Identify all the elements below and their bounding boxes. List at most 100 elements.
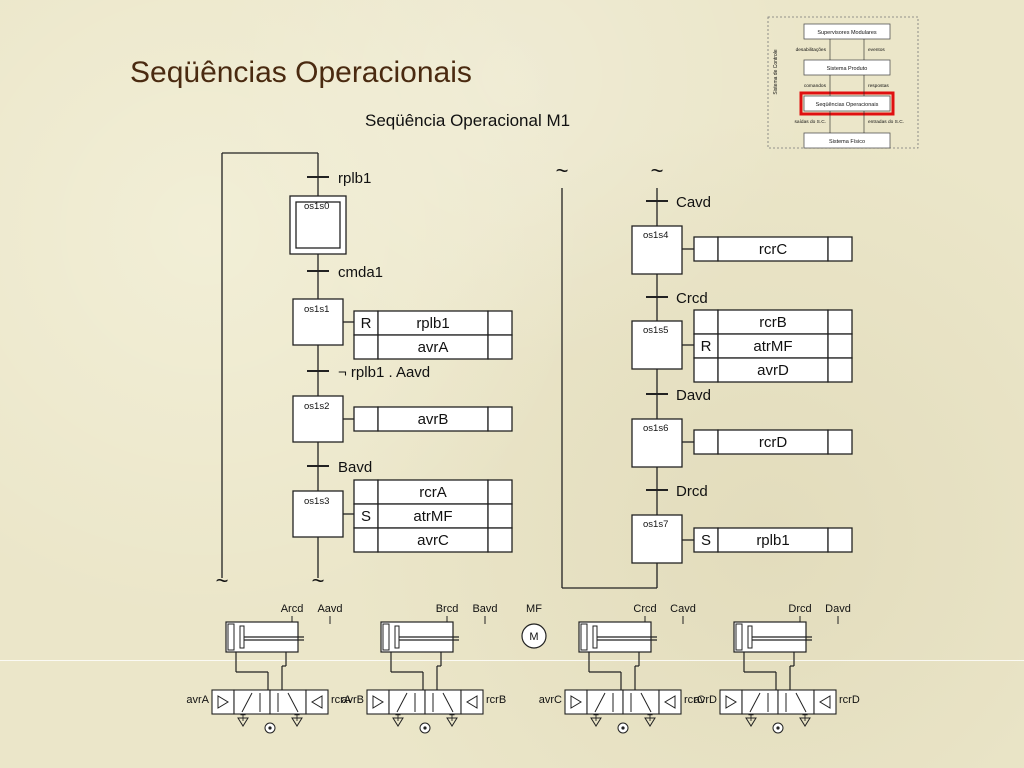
action-qualifier: S (361, 508, 371, 525)
sensor-label: Brcd (436, 603, 459, 615)
action-extra-cell (487, 479, 513, 505)
valve-actuator-right (813, 689, 837, 715)
step-name: os1s6 (643, 423, 668, 434)
context-box-4 (803, 132, 891, 149)
transition-label: Cavd (676, 194, 711, 211)
action-extra-cell (827, 527, 853, 553)
transition-label: rplb1 (338, 170, 371, 187)
action-qualifier-cell (353, 310, 379, 336)
exhaust-icon (237, 717, 249, 727)
exhaust-icon (392, 717, 404, 727)
action-name-cell (377, 334, 489, 360)
action-qualifier-cell (693, 429, 719, 455)
action-qualifier-cell (693, 357, 719, 383)
valve-arrow (442, 692, 454, 713)
action-name: atrMF (753, 338, 792, 355)
action-name-cell (377, 479, 489, 505)
divider-line (0, 660, 1024, 661)
action-qualifier-cell (353, 406, 379, 432)
step-name: os1s1 (304, 304, 329, 315)
valve-actuator-right (460, 689, 484, 715)
context-box-label: Sistema Físico (829, 139, 865, 145)
valve-actuator-left (366, 689, 390, 715)
pressure-source-dot (776, 726, 780, 730)
action-name: avrD (757, 362, 789, 379)
valve-arrow (396, 692, 408, 713)
page-title: Seqüências Operacionais (130, 56, 472, 89)
valve-arrow (795, 692, 807, 713)
pressure-source-dot (621, 726, 625, 730)
step-box-initial-inner (295, 201, 341, 249)
step-box (631, 225, 683, 275)
connector-symbol: ~ (556, 158, 569, 183)
valve-left-label: avrA (186, 694, 209, 706)
sensor-label: Drcd (788, 603, 811, 615)
step-name: os1s7 (643, 519, 668, 530)
valve-actuator-left (564, 689, 588, 715)
actuator-triangle-icon (725, 695, 737, 709)
sensor-label: Arcd (281, 603, 304, 615)
step-name: os1s0 (304, 201, 329, 212)
sensor-label: Cavd (670, 603, 696, 615)
actuator-triangle-icon (311, 695, 323, 709)
context-highlight (799, 91, 895, 116)
actuator-triangle-icon (819, 695, 831, 709)
transition-label: Drcd (676, 483, 708, 500)
valve-actuator-left (719, 689, 743, 715)
cylinder-cap (735, 623, 743, 651)
sensor-label: Aavd (317, 603, 342, 615)
context-side-label: Sistema de Controle (773, 49, 779, 95)
action-extra-cell (827, 309, 853, 335)
sensor-label: Davd (825, 603, 851, 615)
actuator-triangle-icon (372, 695, 384, 709)
valve-actuator-right (305, 689, 329, 715)
sensor-label: Crcd (633, 603, 656, 615)
valve-left-label: avrD (694, 694, 717, 706)
context-flow-label: entradas do S.C. (868, 119, 904, 125)
action-extra-cell (487, 406, 513, 432)
context-box-label: Supervisores Modulares (817, 30, 877, 36)
transition-label: Davd (676, 387, 711, 404)
cylinder-cap (580, 623, 588, 651)
context-diagram: Sistema de Controle Supervisores Modulare… (767, 16, 919, 149)
actuator-triangle-icon (466, 695, 478, 709)
action-name-cell (717, 236, 829, 262)
context-box-1 (803, 23, 891, 40)
diagram-subtitle: Seqüência Operacional M1 (365, 111, 571, 130)
context-box-2 (803, 59, 891, 76)
actuator-triangle-icon (217, 695, 229, 709)
action-name: atrMF (413, 508, 452, 525)
action-qualifier-cell (693, 236, 719, 262)
connector-symbol: ~ (216, 568, 229, 593)
step-name: os1s3 (304, 496, 329, 507)
transition-label: Bavd (338, 459, 372, 476)
action-extra-cell (827, 236, 853, 262)
step-name: os1s2 (304, 401, 329, 412)
action-name: rplb1 (416, 315, 449, 332)
context-flow-label: respostas (868, 83, 889, 89)
motor-unit: MFM (521, 603, 547, 649)
connector-symbol: ~ (312, 568, 325, 593)
valve-right-label: rcrA (331, 694, 352, 706)
valve-actuator-right (658, 689, 682, 715)
action-name: avrC (417, 532, 449, 549)
exhaust-icon (799, 717, 811, 727)
step-name: os1s5 (643, 325, 668, 336)
valve-right-label: rcrB (486, 694, 506, 706)
action-name: rplb1 (756, 532, 789, 549)
action-extra-cell (487, 527, 513, 553)
valve-arrow (287, 692, 299, 713)
context-box-label: Sistema Produto (827, 66, 868, 72)
action-name-cell (717, 429, 829, 455)
context-box-3 (803, 95, 891, 112)
context-flow-label: comandos (804, 83, 827, 89)
valve-arrow (749, 692, 761, 713)
action-name: rcrB (759, 314, 787, 331)
motor-symbol: M (529, 631, 538, 643)
action-extra-cell (827, 357, 853, 383)
cylinder-piston (747, 625, 753, 649)
motor-icon (521, 623, 547, 649)
valve-arrow (594, 692, 606, 713)
